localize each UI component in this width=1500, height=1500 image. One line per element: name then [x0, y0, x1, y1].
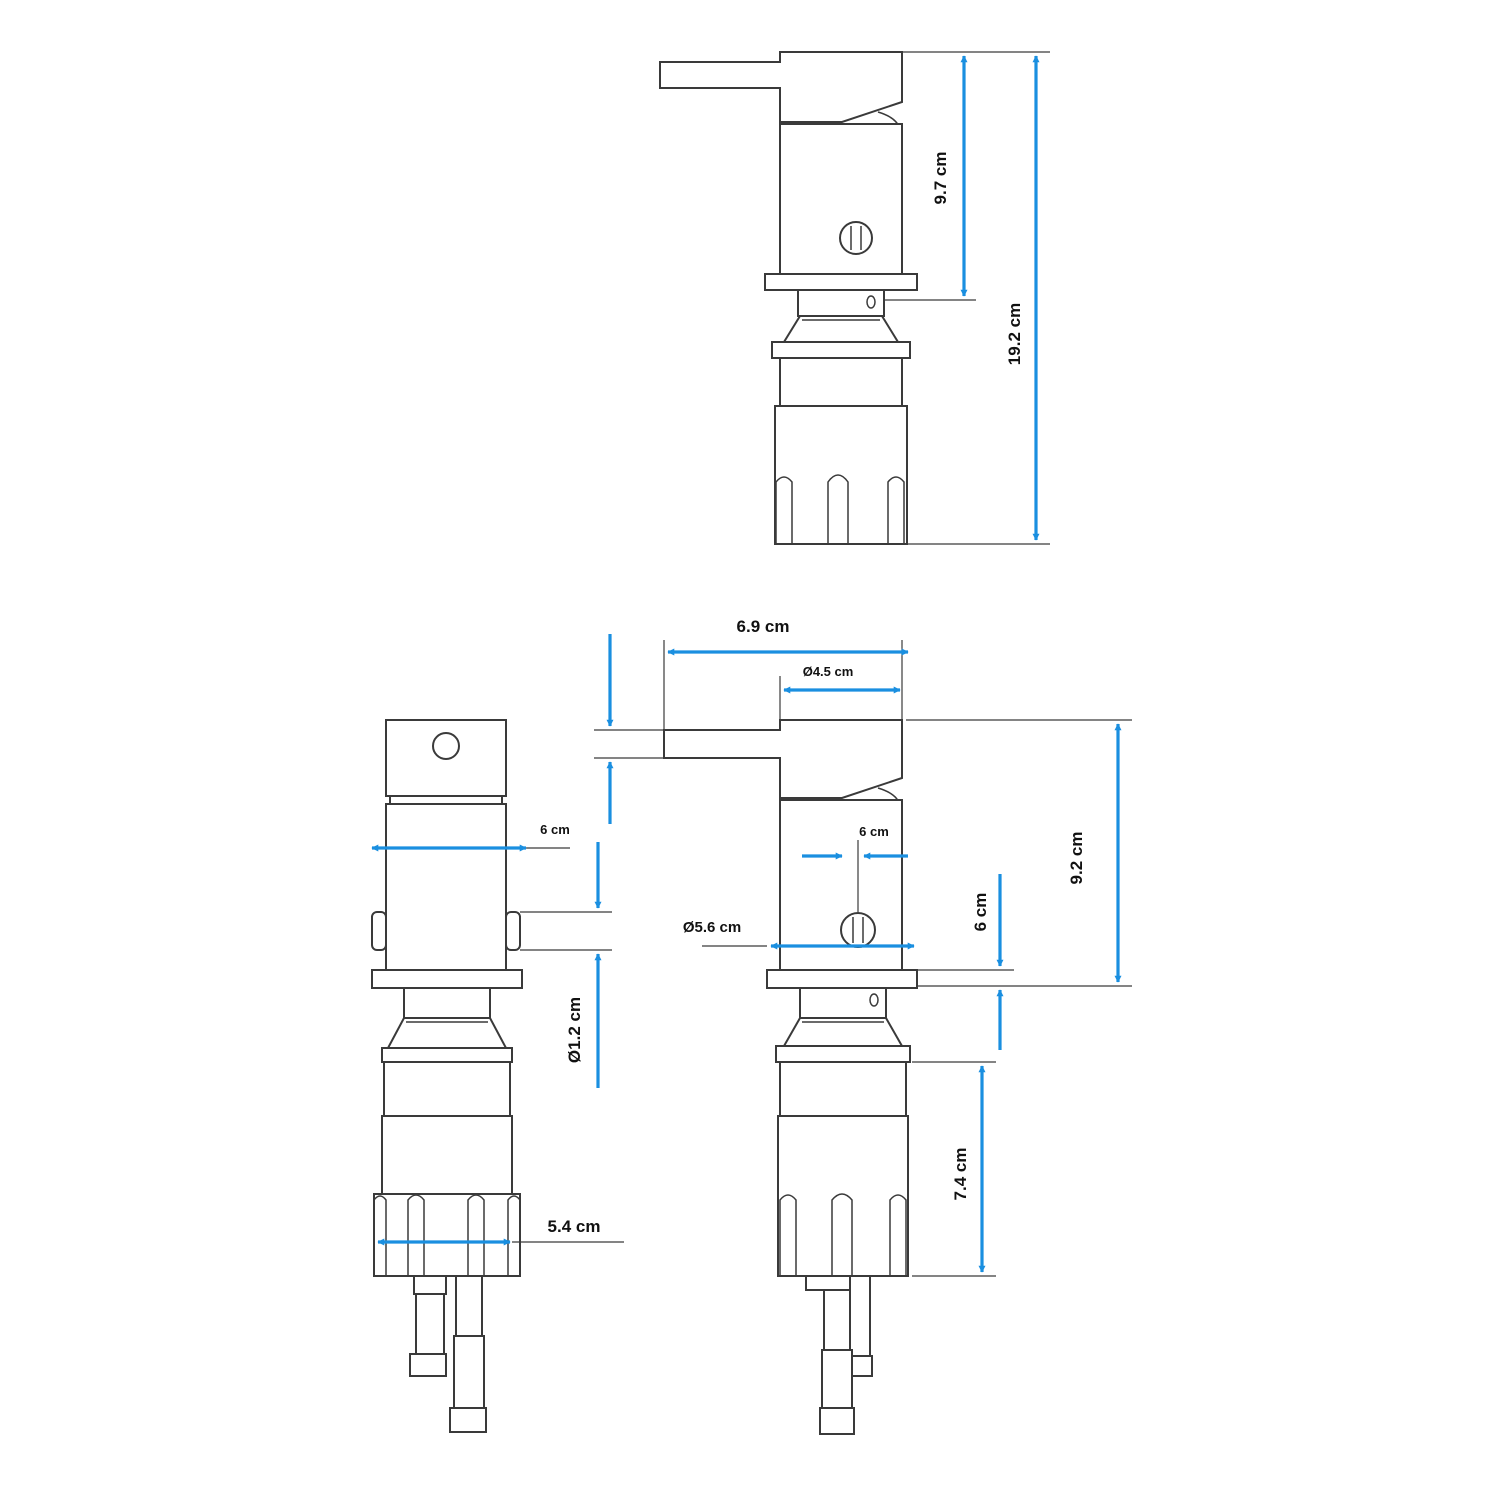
top-shank: [779, 357, 903, 407]
top-side-view: [659, 51, 918, 545]
top-lever: [659, 51, 903, 123]
front-hose-right: [455, 1275, 483, 1337]
dimension-arrows: [371, 55, 1122, 1273]
front-flange: [371, 969, 523, 989]
front-shank: [383, 1061, 511, 1117]
front-ring: [381, 1047, 513, 1063]
side-body: [779, 799, 903, 971]
side-hose-back: [849, 1275, 871, 1357]
label-shank-width: 5.4 cm: [548, 1217, 601, 1236]
dimension-labels: 9.7 cm 19.2 cm 6.9 cm Ø4.5 cm 6 cm Ø5.6 …: [540, 152, 1086, 1236]
front-body: [385, 803, 507, 971]
side-hose-front: [805, 1275, 851, 1291]
front-hose-left: [413, 1275, 447, 1295]
side-shank: [779, 1061, 907, 1117]
front-lever-hole: [432, 732, 460, 760]
front-pin-left: [371, 911, 387, 951]
side-shank-lower: [777, 1115, 909, 1277]
side-ring: [775, 1045, 911, 1063]
front-shank-base: [373, 1193, 521, 1277]
top-body: [779, 123, 903, 275]
extension-lines: [506, 51, 1132, 1277]
label-side-upper-height: 9.2 cm: [1067, 832, 1086, 885]
side-flange: [766, 969, 918, 989]
top-screw: [839, 221, 873, 255]
label-shank-height: 7.4 cm: [951, 1148, 970, 1201]
top-flange: [764, 273, 918, 291]
label-base-flange: Ø5.6 cm: [683, 919, 741, 936]
label-side-gap: 6 cm: [859, 824, 889, 839]
label-side-nut-height: 6 cm: [971, 893, 990, 932]
front-shank-lower: [381, 1115, 513, 1195]
label-front-body-width: 6 cm: [540, 822, 570, 837]
side-neck: [799, 987, 887, 1019]
label-pin-diameter: Ø1.2 cm: [565, 997, 584, 1063]
top-ring: [771, 341, 911, 359]
label-top-total-height: 19.2 cm: [1005, 303, 1024, 365]
label-lever-diameter: Ø4.5 cm: [803, 664, 854, 679]
top-neck: [797, 289, 885, 317]
front-neck: [403, 987, 491, 1019]
front-pin-right: [505, 911, 521, 951]
front-view: [371, 719, 523, 1433]
label-top-upper-height: 9.7 cm: [931, 152, 950, 205]
label-lever-length: 6.9 cm: [737, 617, 790, 636]
side-view: [663, 719, 918, 1435]
side-screw: [840, 912, 876, 948]
side-lever: [663, 719, 903, 799]
